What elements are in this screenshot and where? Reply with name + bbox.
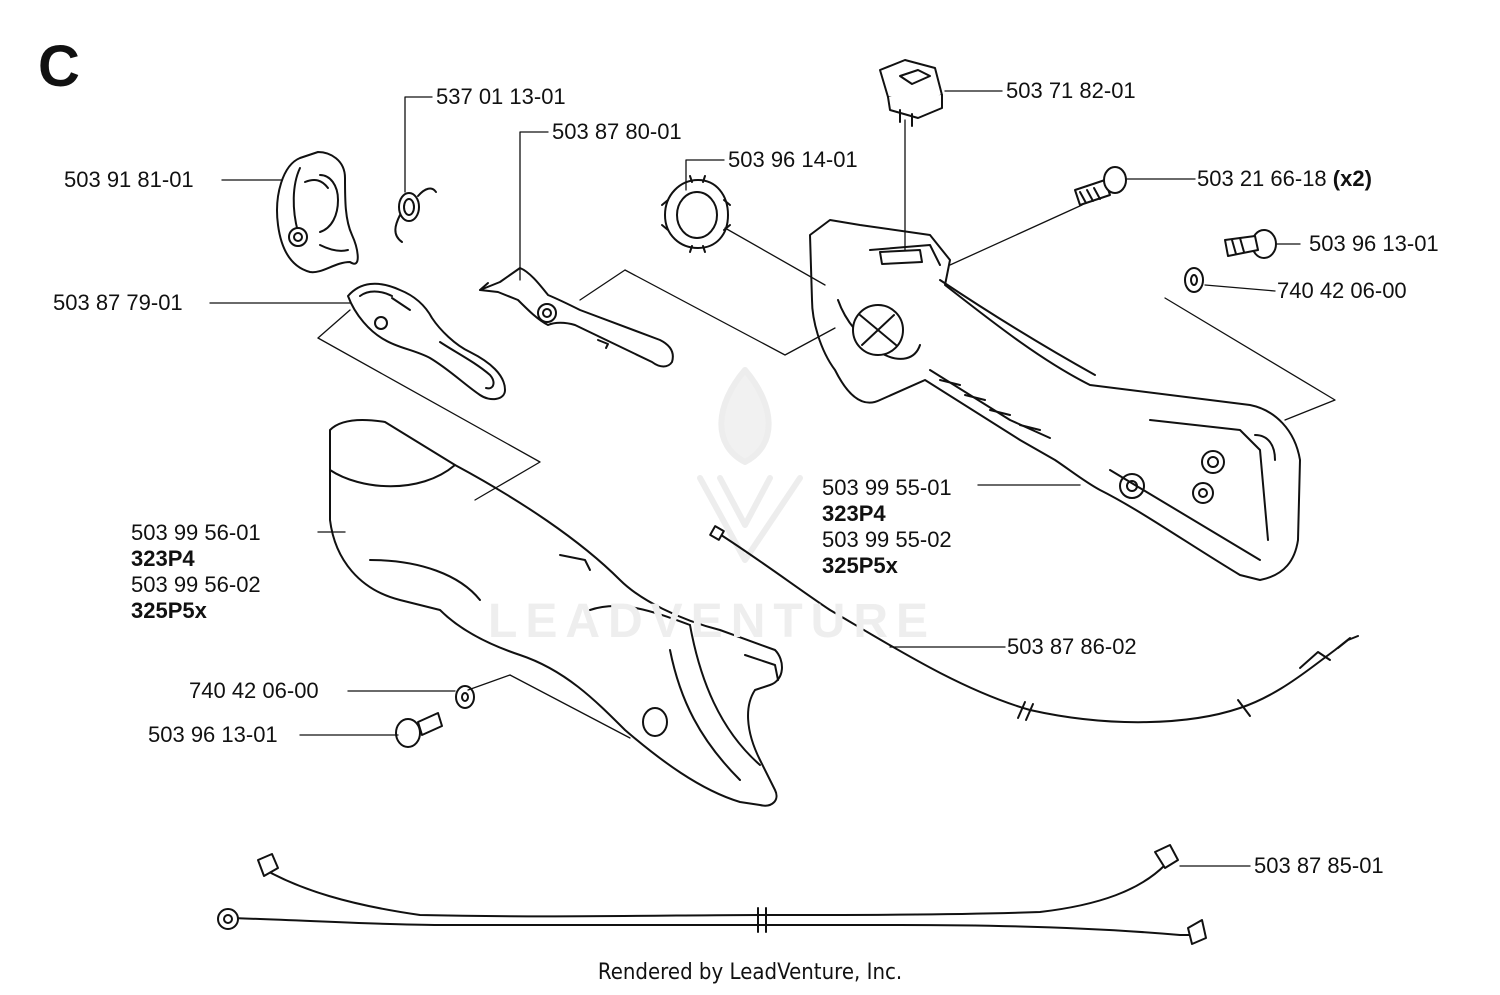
part-number: 503 87 86-02 [1007,634,1137,659]
leader-lines [209,90,1336,867]
throttle-lever-part[interactable] [479,267,674,368]
switch-part[interactable] [879,59,943,127]
part-number: 503 87 80-01 [552,119,682,144]
callout-503-87-86-02[interactable]: 503 87 86-02 [1007,634,1137,660]
part-number: 503 99 55-02 [822,527,952,552]
callout-503-99-56[interactable]: 503 99 56-01 323P4 503 99 56-02 325P5x [131,520,261,624]
handle-clamp-part[interactable] [276,151,359,274]
part-number: 503 99 55-01 [822,475,952,500]
model-name: 325P5x [822,553,898,578]
part-number: 503 21 66-18 [1197,166,1327,191]
handle-bracket-part[interactable] [809,219,1301,581]
footer-credit: Rendered by LeadVenture, Inc. [597,960,903,985]
callout-503-71-82-01[interactable]: 503 71 82-01 [1006,78,1136,104]
handle-housing-part[interactable] [329,419,783,807]
callout-740-42-06-00-right[interactable]: 740 42 06-00 [1277,278,1407,304]
callout-503-21-66-18[interactable]: 503 21 66-18 (x2) [1197,166,1372,192]
part-number: 503 96 13-01 [1309,231,1439,256]
part-number: 503 71 82-01 [1006,78,1136,103]
watermark-logo [697,367,803,563]
part-number: 503 96 14-01 [728,147,858,172]
washer-left-part[interactable] [455,685,475,709]
part-number: 503 91 81-01 [64,167,194,192]
part-number: 503 87 85-01 [1254,853,1384,878]
part-number: 503 87 79-01 [53,290,183,315]
quantity: (x2) [1332,166,1372,191]
screw-small-left-part[interactable] [395,712,443,748]
callout-503-99-55[interactable]: 503 99 55-01 323P4 503 99 55-02 325P5x [822,475,952,579]
callout-503-87-85-01[interactable]: 503 87 85-01 [1254,853,1384,879]
part-number: 537 01 13-01 [436,84,566,109]
callout-537-01-13-01[interactable]: 537 01 13-01 [436,84,566,110]
throttle-cable-part[interactable] [709,525,1359,724]
wire-harness-part[interactable] [217,844,1207,945]
spring-part[interactable] [394,187,437,243]
callout-740-42-06-00-left[interactable]: 740 42 06-00 [189,678,319,704]
gear-part[interactable] [661,175,731,253]
screw-large-part[interactable] [1074,166,1127,206]
model-name: 325P5x [131,598,207,623]
part-number: 503 99 56-02 [131,572,261,597]
section-label: C [38,34,80,99]
part-number: 503 99 56-01 [131,520,261,545]
part-number: 740 42 06-00 [1277,278,1407,303]
callout-503-96-13-01-left[interactable]: 503 96 13-01 [148,722,278,748]
trigger-part[interactable] [347,282,506,401]
callout-503-96-13-01-right[interactable]: 503 96 13-01 [1309,231,1439,257]
washer-right-part[interactable] [1184,267,1204,293]
model-name: 323P4 [822,501,886,526]
part-number: 503 96 13-01 [148,722,278,747]
part-number: 740 42 06-00 [189,678,319,703]
watermark-text: LEADVENTURE [488,595,937,648]
callout-503-87-79-01[interactable]: 503 87 79-01 [53,290,183,316]
callout-503-87-80-01[interactable]: 503 87 80-01 [552,119,682,145]
callout-503-96-14-01[interactable]: 503 96 14-01 [728,147,858,173]
screw-small-right-part[interactable] [1224,229,1277,259]
callout-503-91-81-01[interactable]: 503 91 81-01 [64,167,194,193]
model-name: 323P4 [131,546,195,571]
